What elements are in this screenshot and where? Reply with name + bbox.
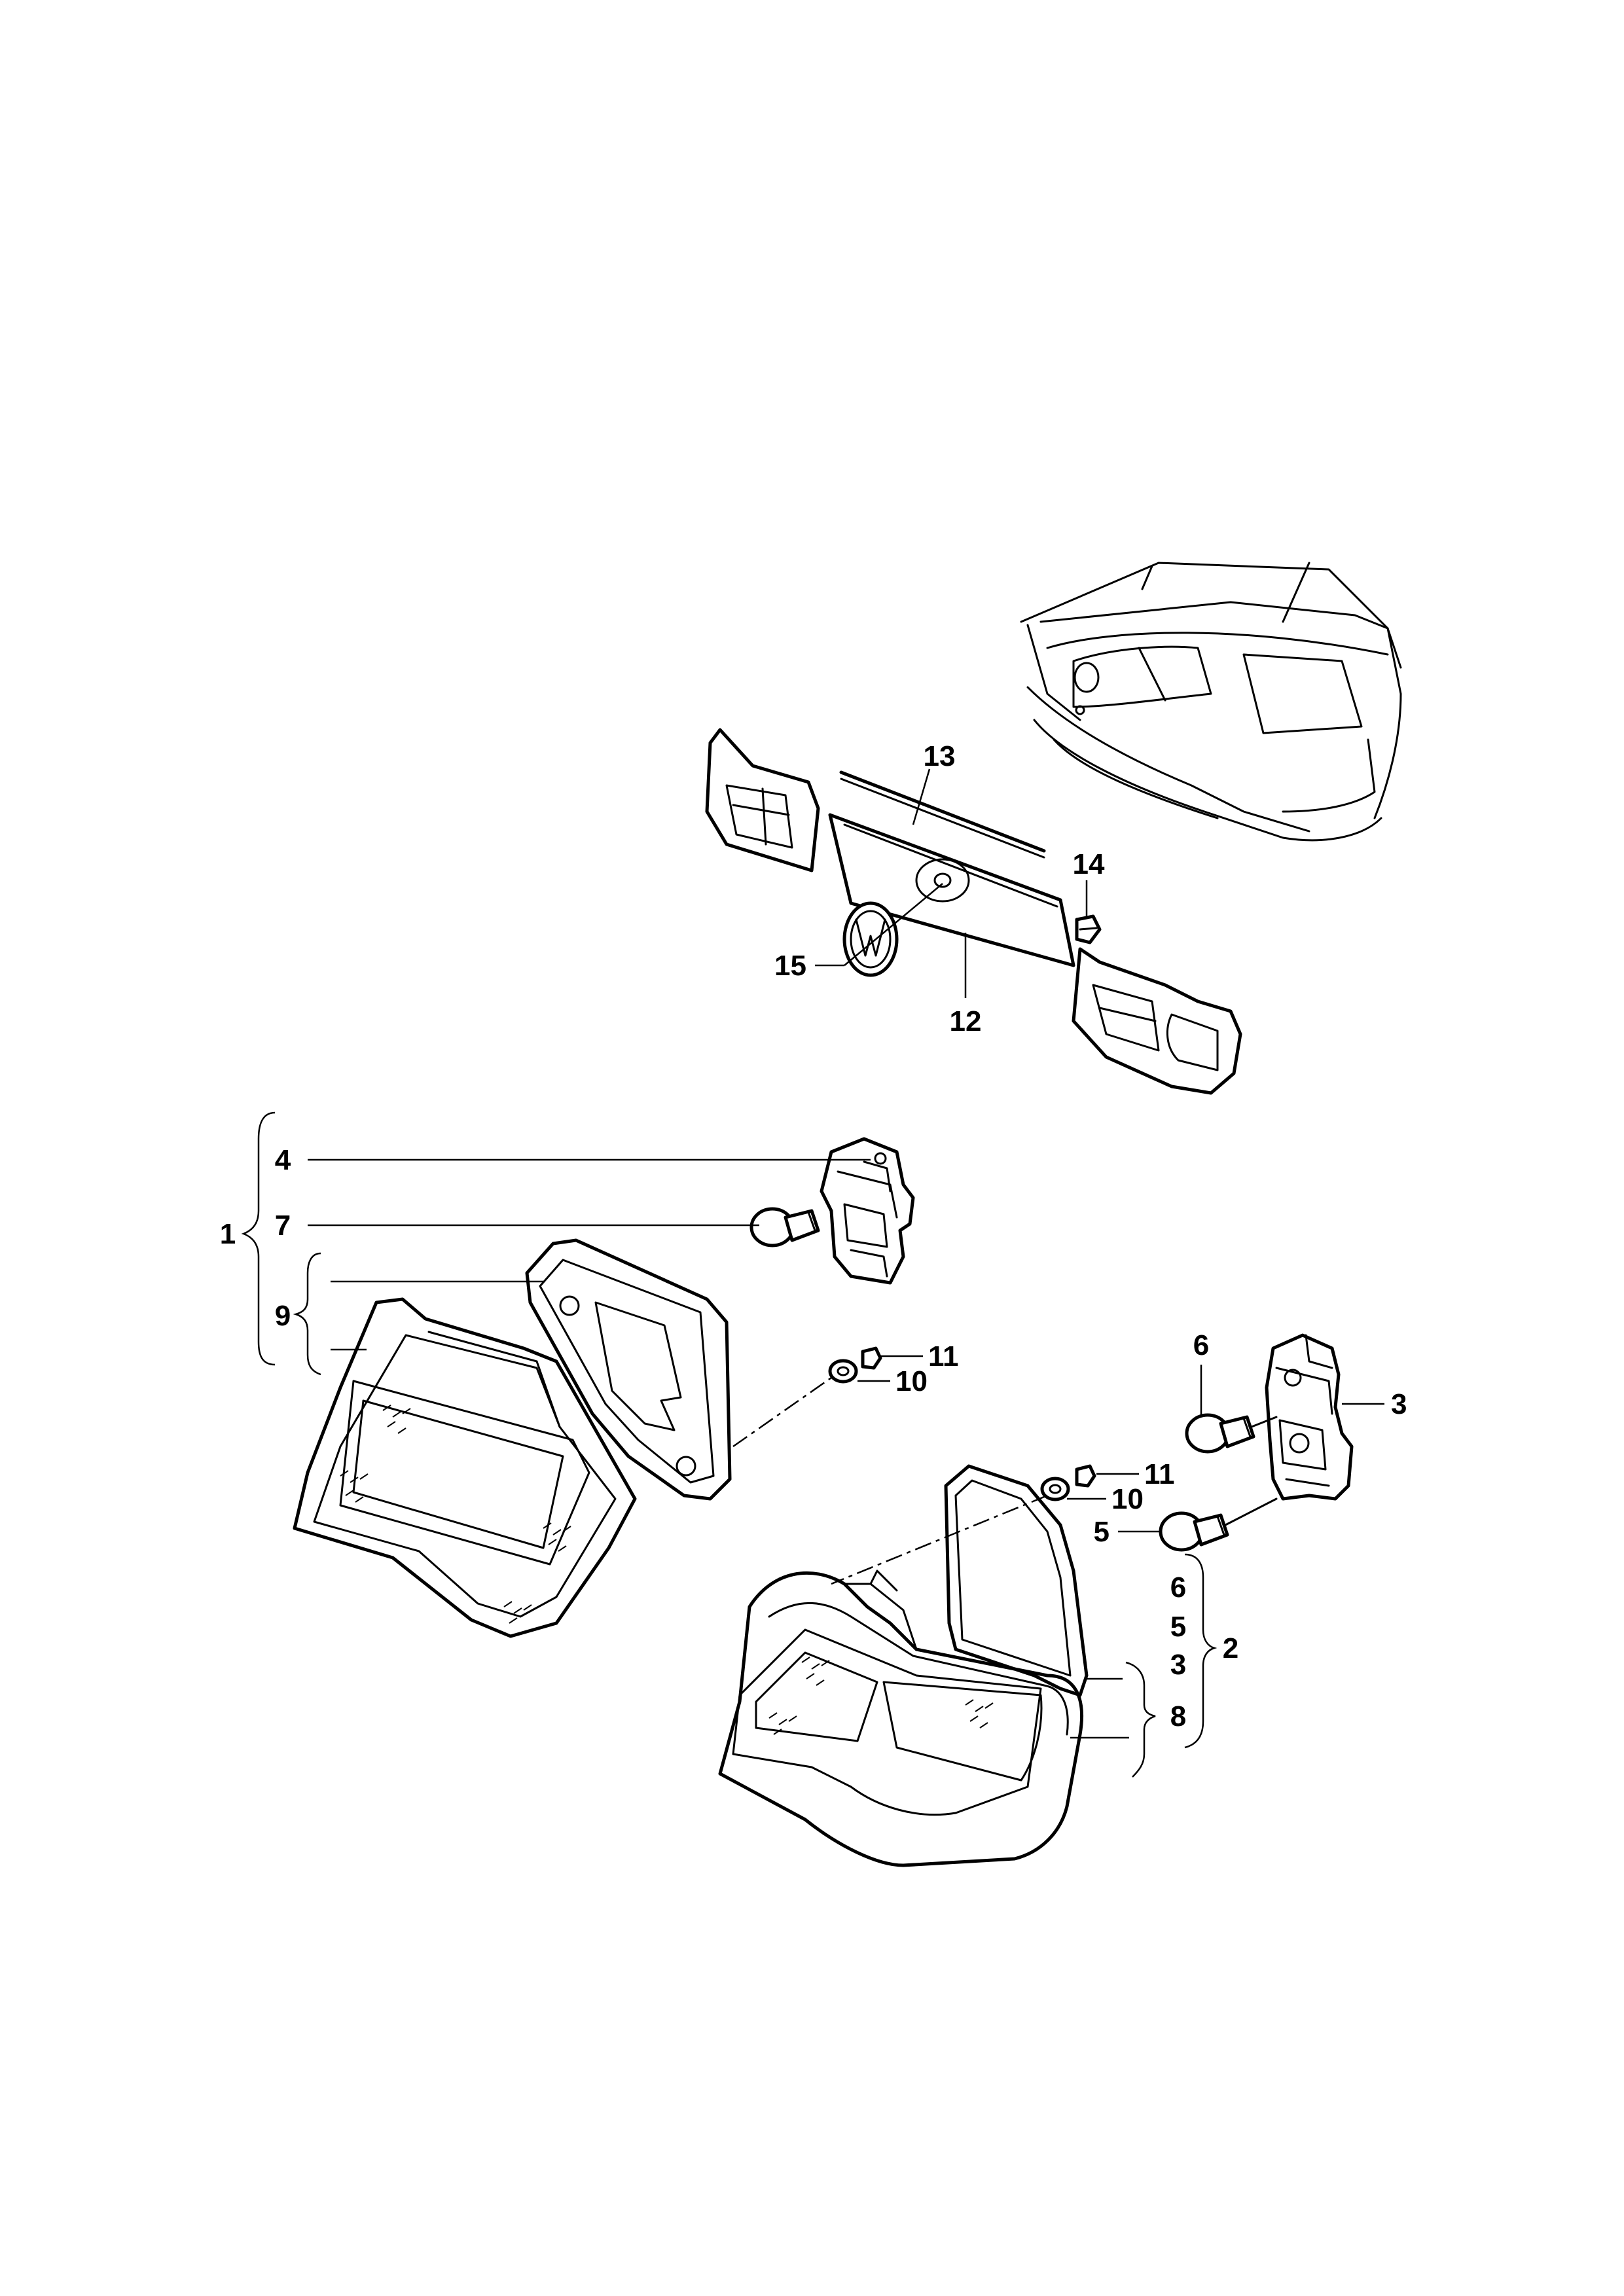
- callout-2: 2: [1223, 1632, 1238, 1664]
- right-washer-and-nut: [1040, 1464, 1096, 1501]
- callout-9: 9: [275, 1300, 291, 1332]
- car-rear-view: [1020, 562, 1402, 842]
- callout-11-left: 11: [928, 1340, 959, 1372]
- vw-emblem: [842, 901, 899, 977]
- callout-13: 13: [924, 740, 956, 772]
- callout-labels: 1 4 7 9 11 10 13 14 15 12 6 3 11 10 5 6 …: [220, 740, 1407, 1732]
- callout-15: 15: [774, 950, 806, 982]
- left-washer-and-nut: [828, 1346, 882, 1384]
- callout-8: 8: [1170, 1700, 1186, 1732]
- callout-11-right: 11: [1144, 1458, 1175, 1490]
- callout-5-right: 5: [1094, 1516, 1110, 1548]
- left-lamp-lens-pattern: [340, 1405, 571, 1624]
- callout-10-right: 10: [1111, 1483, 1144, 1515]
- right-lower-bulb: [1159, 1498, 1278, 1552]
- left-lamp-housing: [293, 1297, 637, 1638]
- right-bulb-holder: [1265, 1333, 1354, 1501]
- car-emblem: [1074, 662, 1100, 693]
- callout-3-right: 3: [1391, 1388, 1407, 1420]
- callout-3-list: 3: [1170, 1649, 1186, 1681]
- right-outer-lamp-top: [1072, 947, 1242, 1095]
- left-inner-lamp-top: [705, 728, 820, 872]
- left-bulb-holder: [820, 1137, 915, 1285]
- left-bulb: [749, 1207, 820, 1247]
- callout-5-list: 5: [1170, 1611, 1186, 1643]
- left-lamp-gasket: [525, 1238, 732, 1501]
- callout-7: 7: [275, 1210, 291, 1242]
- right-lamp-gasket: [944, 1464, 1089, 1697]
- trunk-trim-panel: [828, 813, 1075, 967]
- right-upper-bulb: [1185, 1413, 1278, 1454]
- callout-6-top: 6: [1193, 1329, 1209, 1361]
- callout-6-list: 6: [1170, 1571, 1186, 1604]
- callout-10-left: 10: [895, 1365, 928, 1397]
- seal-strip: [839, 770, 1046, 859]
- right-lamp-lens-pattern: [768, 1657, 994, 1735]
- callout-14: 14: [1073, 848, 1105, 880]
- callout-4: 4: [275, 1144, 291, 1176]
- callout-12: 12: [950, 1005, 982, 1037]
- callout-1: 1: [220, 1218, 236, 1250]
- nut: [1075, 914, 1102, 944]
- right-lamp-housing: [718, 1570, 1084, 1867]
